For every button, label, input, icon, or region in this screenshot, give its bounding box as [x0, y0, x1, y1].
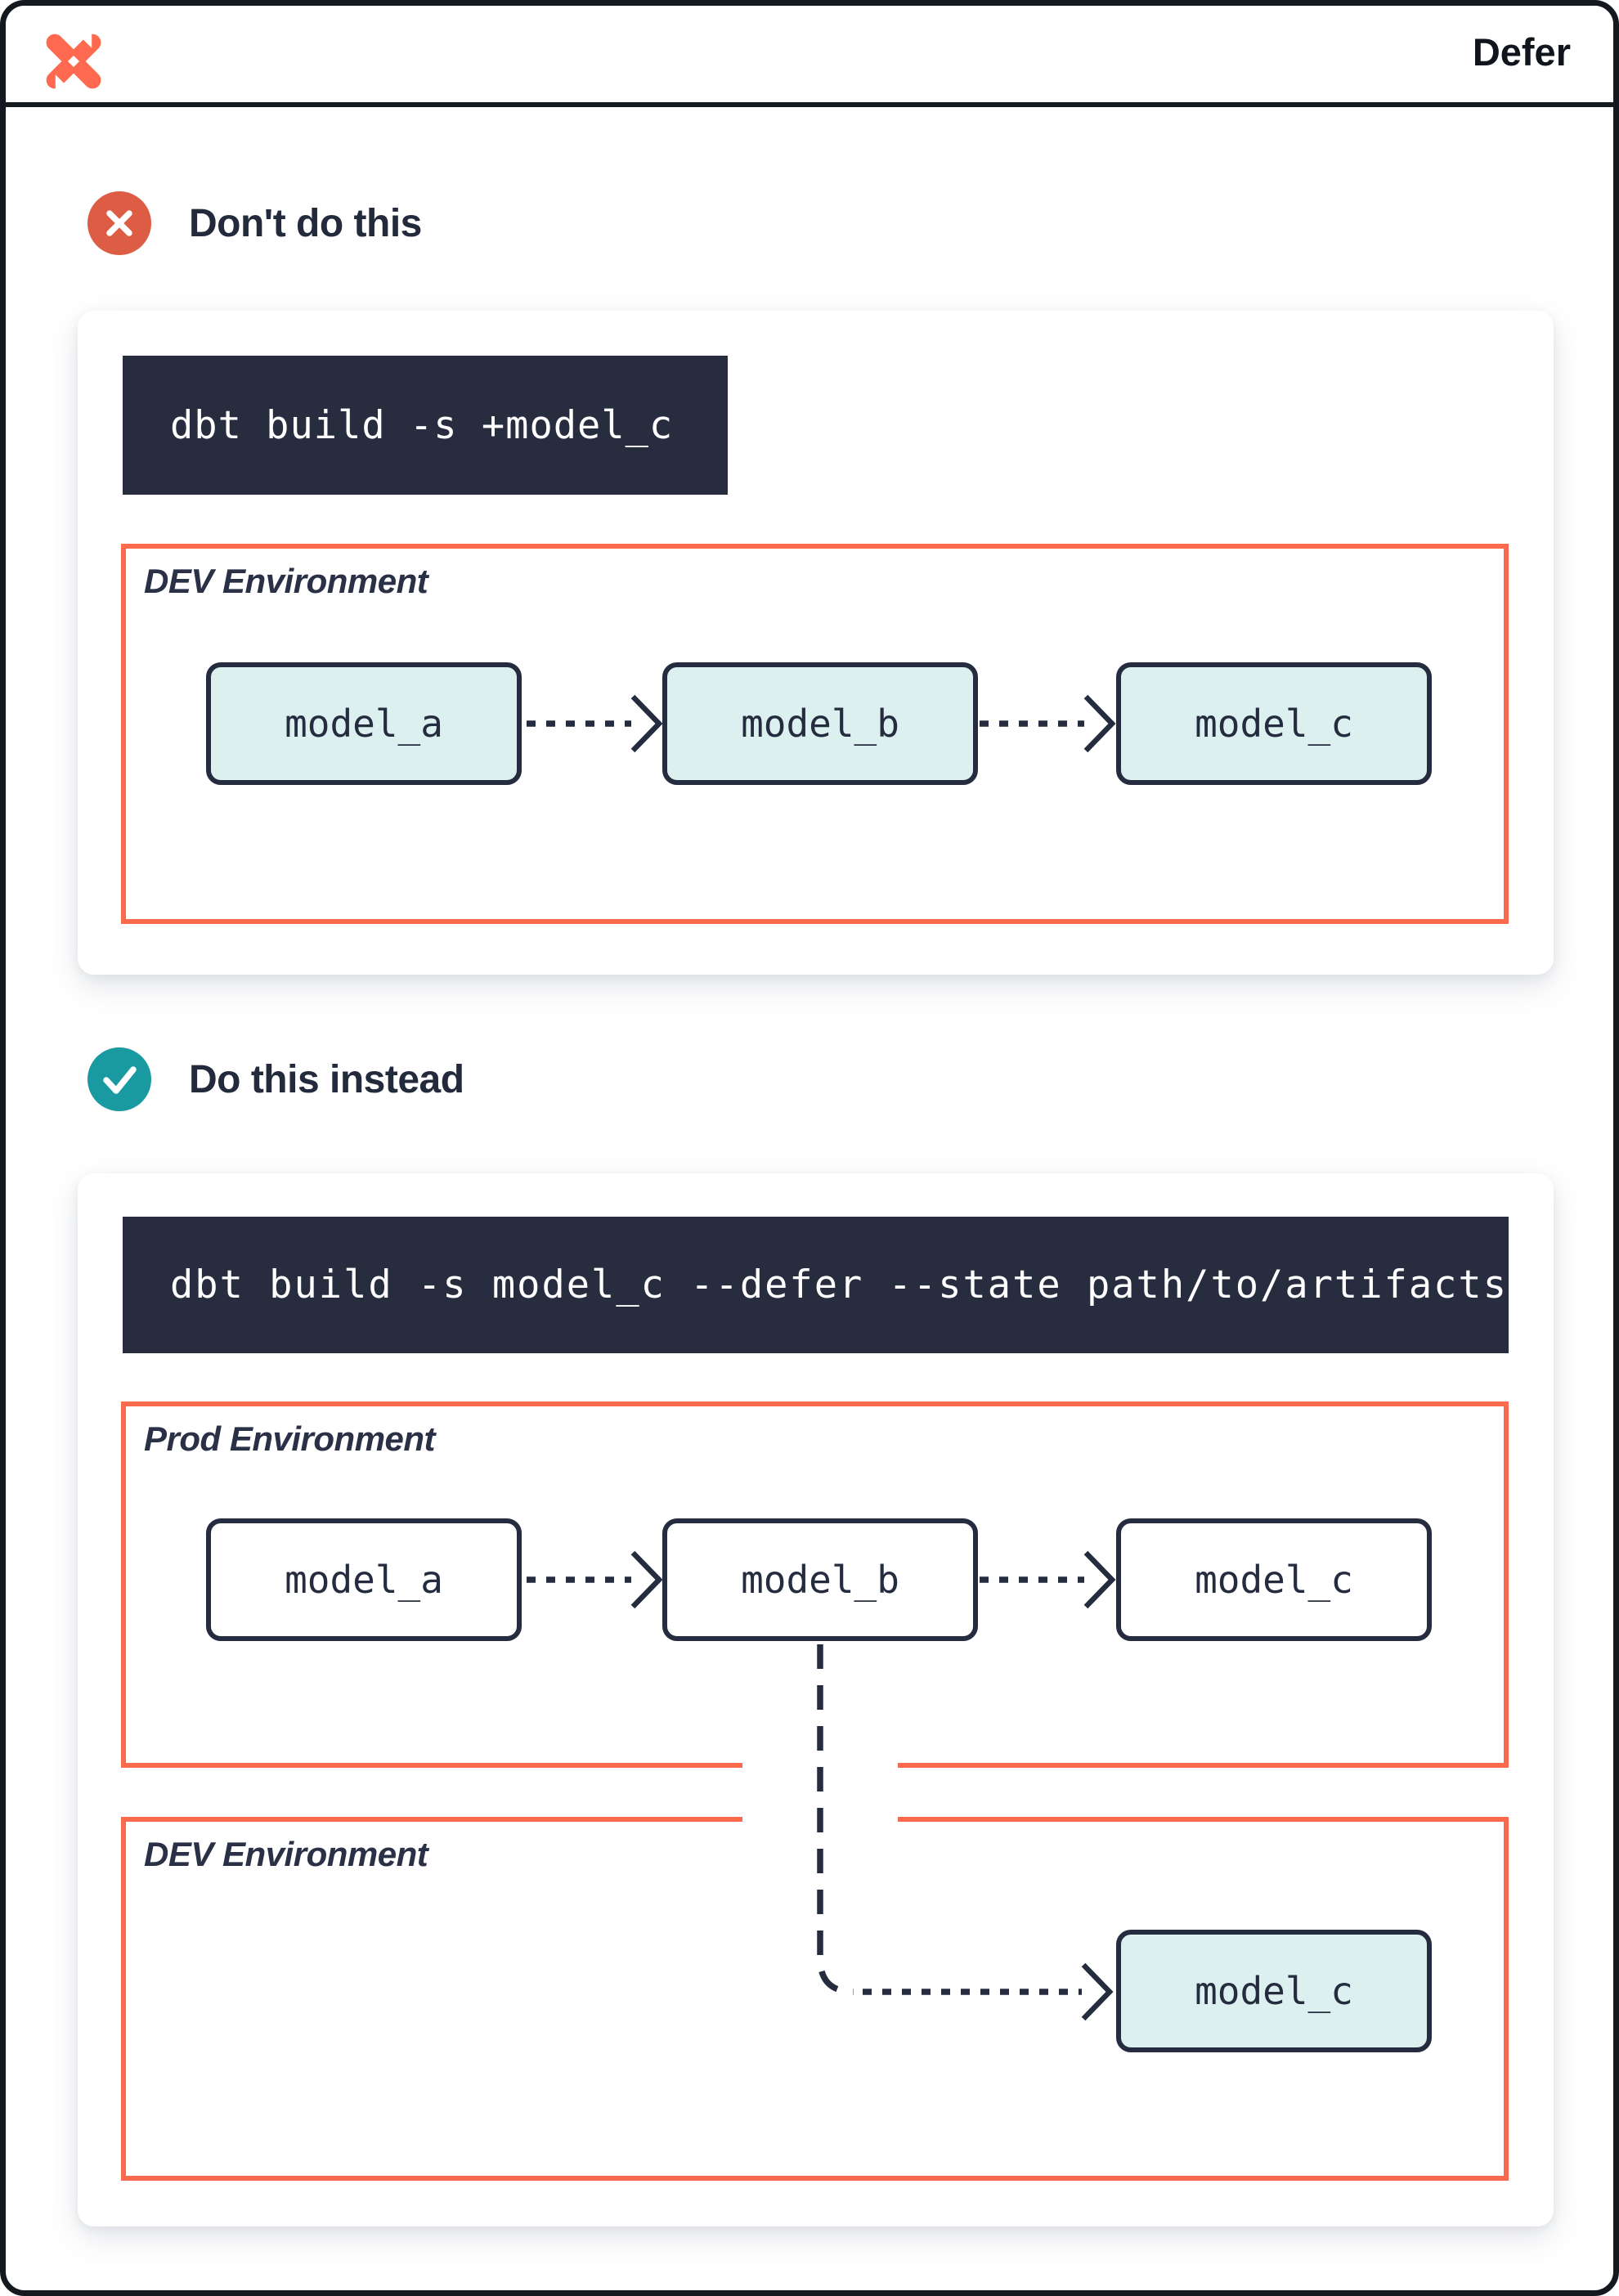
dont-section-heading: Don't do this	[87, 191, 422, 255]
prod-environment-label: Prod Environment	[144, 1419, 436, 1458]
model-node: model_c	[1116, 662, 1432, 785]
model-node: model_c	[1116, 1518, 1432, 1641]
model-node: model_a	[206, 1518, 522, 1641]
header-bar: Defer	[6, 6, 1613, 107]
x-circle-icon	[87, 191, 151, 255]
dashed-arrow-icon	[527, 1550, 663, 1609]
model-label: model_c	[1195, 1558, 1353, 1602]
model-label: model_c	[1195, 702, 1353, 746]
page-title: Defer	[1472, 29, 1571, 74]
do-heading-text: Do this instead	[189, 1057, 464, 1101]
dont-command-block: dbt build -s +model_c	[123, 356, 728, 495]
do-command-block: dbt build -s model_c --defer --state pat…	[123, 1217, 1509, 1353]
do-command-text: dbt build -s model_c --defer --state pat…	[170, 1262, 1509, 1307]
model-node: model_b	[662, 1518, 978, 1641]
do-section-heading: Do this instead	[87, 1047, 464, 1111]
dashed-arrow-icon	[980, 694, 1116, 753]
dashed-arrow-icon	[527, 694, 663, 753]
model-node: model_a	[206, 662, 522, 785]
model-node: model_b	[662, 662, 978, 785]
model-label: model_a	[285, 702, 443, 746]
dont-card: dbt build -s +model_c DEV Environment mo…	[78, 311, 1554, 975]
model-label: model_c	[1195, 1969, 1353, 2013]
model-label: model_a	[285, 1558, 443, 1602]
dashed-arrow-icon	[980, 1550, 1116, 1609]
dont-dev-environment-label: DEV Environment	[144, 562, 428, 600]
do-dev-environment-label: DEV Environment	[144, 1835, 428, 1873]
border-gap	[742, 1811, 898, 1827]
dont-dev-environment-box: DEV Environment	[121, 544, 1509, 924]
check-circle-icon	[87, 1047, 151, 1111]
model-label: model_b	[741, 702, 899, 746]
dbt-logo-icon	[46, 32, 101, 91]
dont-heading-text: Don't do this	[189, 201, 422, 245]
model-label: model_b	[741, 1558, 899, 1602]
dont-command-text: dbt build -s +model_c	[170, 402, 674, 448]
model-node: model_c	[1116, 1930, 1432, 2052]
border-gap	[742, 1757, 898, 1774]
do-card: dbt build -s model_c --defer --state pat…	[78, 1173, 1554, 2226]
